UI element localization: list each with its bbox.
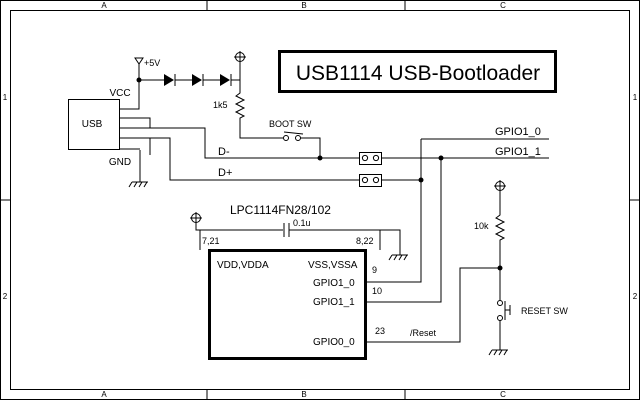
title-text: USB1114 USB-Bootloader xyxy=(296,62,540,85)
resistor-1k5-label: 1k5 xyxy=(213,100,228,110)
usb-block-label: USB xyxy=(82,119,103,130)
capacitor-0u1 xyxy=(283,223,290,237)
power-symbol-top xyxy=(234,51,246,90)
resistor-1k5 xyxy=(234,90,246,122)
ground-symbol-ic xyxy=(388,254,408,261)
column-label-b-top: B xyxy=(301,1,306,10)
ic-name-label: LPC1114FN28/102 xyxy=(230,203,331,217)
ic-pin-vdd-label: VDD,VDDA xyxy=(217,260,269,271)
net-dminus-label: D- xyxy=(218,146,230,158)
power-symbol-reset xyxy=(494,180,506,192)
ic-pin-gpio1-0-label: GPIO1_0 xyxy=(313,278,355,289)
column-label-c-bottom: C xyxy=(500,390,506,399)
reset-switch-label: RESET SW xyxy=(521,306,568,316)
column-label-b-bottom: B xyxy=(301,390,306,399)
ic-pin-vss-label: VSS,VSSA xyxy=(308,260,358,271)
junction-reset xyxy=(497,265,503,271)
capacitor-value-label: 0.1u xyxy=(293,218,311,228)
usb-gnd-label: GND xyxy=(109,157,131,168)
ic-pin-number-vdd: 7,21 xyxy=(202,236,220,246)
row-label-1-left: 1 xyxy=(3,93,8,102)
column-label-a-bottom: A xyxy=(101,390,107,399)
row-label-1-right: 1 xyxy=(633,93,638,102)
net-gpio1-0-label: GPIO1_0 xyxy=(495,126,541,138)
title-box xyxy=(278,50,557,93)
usb-vcc-label: VCC xyxy=(109,88,130,99)
supply-arrow-5v xyxy=(134,57,144,65)
ic-pin-number-10: 10 xyxy=(372,286,382,296)
row-label-2-right: 2 xyxy=(633,292,638,301)
boot-switch-label: BOOT SW xyxy=(269,119,312,129)
net-dplus-label: D+ xyxy=(218,167,232,179)
column-label-a-top: A xyxy=(101,1,107,10)
resistor-10k-label: 10k xyxy=(474,221,489,231)
reset-switch xyxy=(497,300,511,321)
row-label-2-left: 2 xyxy=(3,292,8,301)
reset-net-label: /Reset xyxy=(410,328,437,338)
supply-5v-label: +5V xyxy=(144,58,160,68)
column-label-c-top: C xyxy=(500,1,506,10)
jumper-gpio1-0 xyxy=(359,174,382,187)
ic-lpc1114 xyxy=(208,249,367,360)
resistor-10k xyxy=(494,212,506,244)
ic-pin-gpio1-1-label: GPIO1_1 xyxy=(313,297,355,308)
power-symbol-vdd xyxy=(190,212,202,224)
boot-switch xyxy=(283,131,304,141)
junction-vcc xyxy=(136,77,142,83)
diode-3 xyxy=(220,74,232,86)
ic-pin-gpio0-0-label: GPIO0_0 xyxy=(313,337,355,348)
ic-pin-number-vss: 8,22 xyxy=(356,236,374,246)
ic-pin-number-23: 23 xyxy=(375,326,385,336)
ground-symbol-reset xyxy=(488,349,508,356)
diode-2 xyxy=(192,74,204,86)
ground-symbol-usb xyxy=(128,150,148,188)
jumper-gpio1-1 xyxy=(359,152,382,165)
vcc-wiring xyxy=(119,64,164,110)
diode-1 xyxy=(164,74,176,86)
usb-connector xyxy=(68,99,120,150)
ic-pin-number-9: 9 xyxy=(372,265,377,275)
net-gpio1-1-label: GPIO1_1 xyxy=(495,146,541,158)
